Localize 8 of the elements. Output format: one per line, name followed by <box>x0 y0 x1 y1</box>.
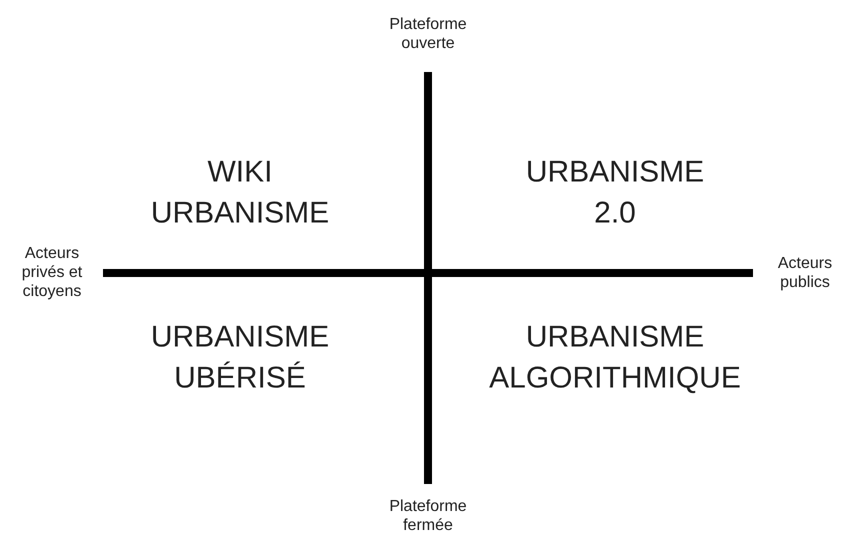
quadrant-label: URBANISME 2.0 <box>526 154 704 231</box>
axis-label: Plateforme fermée <box>389 496 467 536</box>
quadrant-label: URBANISME UBÉRISÉ <box>150 320 330 396</box>
quadrant-label: URBANISME ALGORITHMIQUE <box>489 320 741 396</box>
axis-label: Acteurs publics <box>778 254 832 292</box>
axis-label: Plateforme ouverte <box>389 14 467 54</box>
quadrant-label: WIKI URBANISME <box>150 154 330 231</box>
axis-label: Acteurs privés et citoyens <box>20 244 84 302</box>
